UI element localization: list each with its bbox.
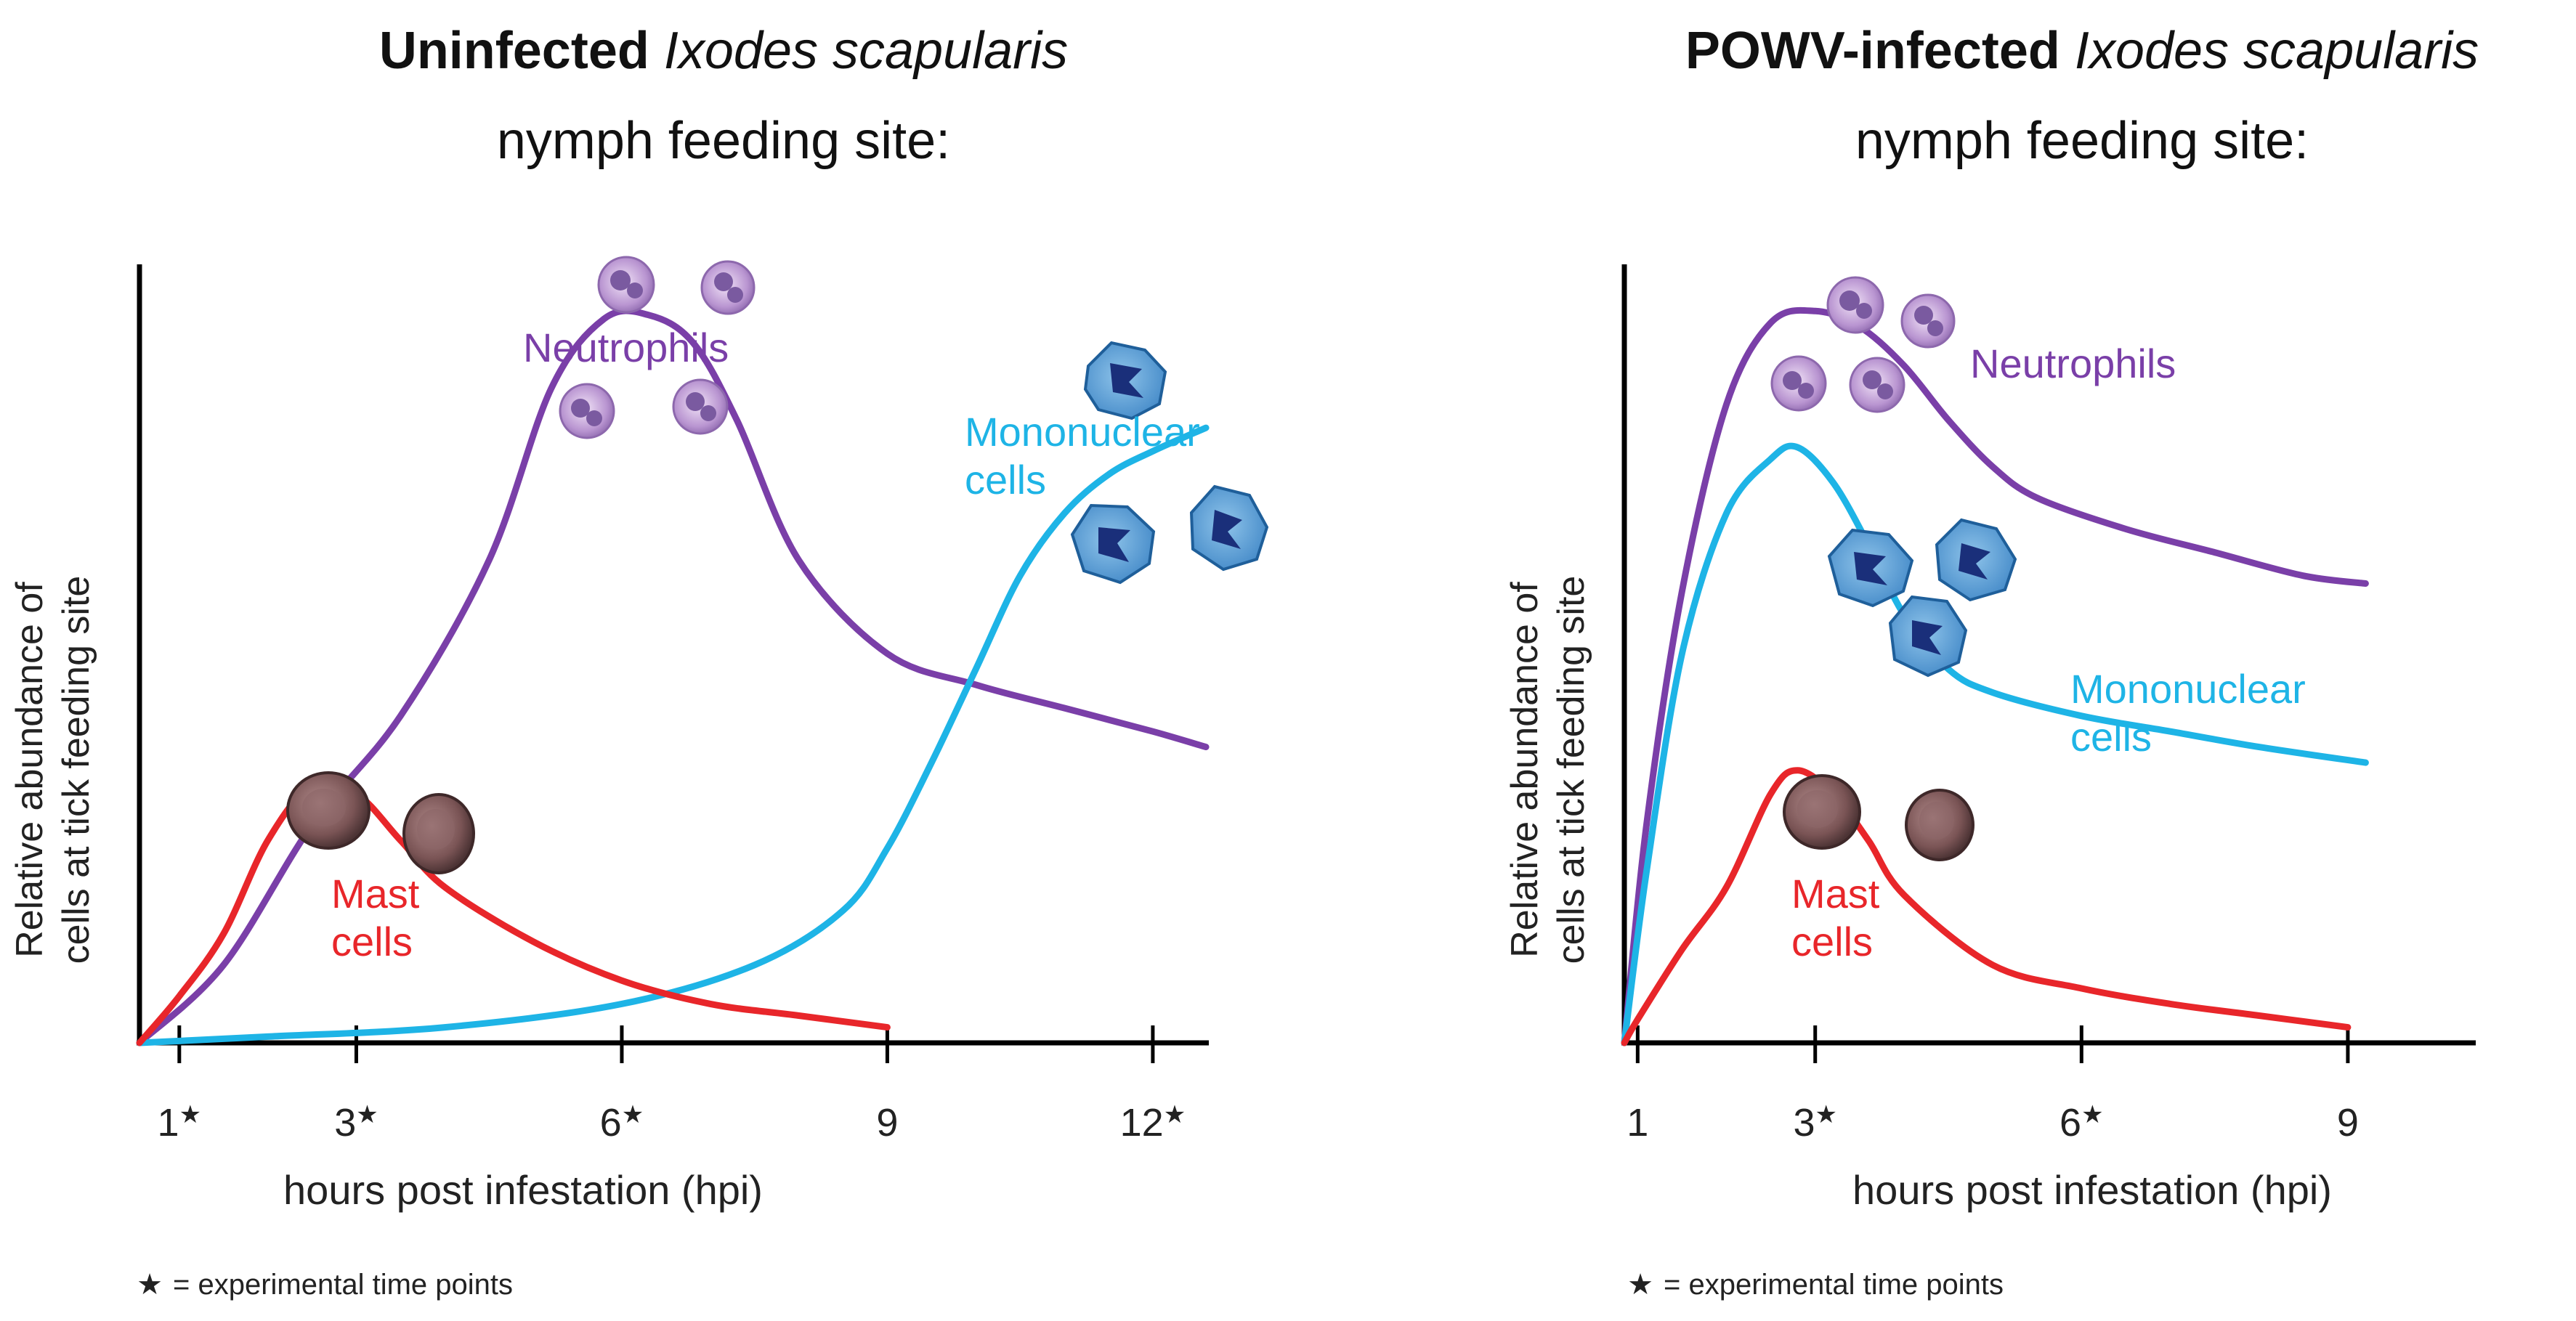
neutrophil-cell-icon [1849, 357, 1905, 413]
series-label-line: Neutrophils [523, 325, 729, 370]
tick-star: ★ [2081, 1101, 2103, 1129]
tick-label: 1★ [158, 1101, 202, 1145]
neutrophil-cell-icon [672, 378, 729, 435]
mononuclear-cell-icon [1827, 528, 1914, 608]
chart-left-title: Uninfected Ixodes scapularis [379, 22, 1068, 80]
tick-label: 12★ [1120, 1101, 1186, 1145]
chart-left: Uninfected Ixodes scapularis nymph feedi… [9, 22, 1269, 1301]
tick-label: 9 [876, 1101, 898, 1145]
neutrophil-cell-icon [597, 256, 655, 314]
series-label-line: Mononuclear [965, 409, 1200, 455]
mononuclear-cell-icon [1189, 484, 1269, 572]
chart-left-mononuclear-icons [1070, 341, 1269, 585]
tick-label: 3★ [1793, 1101, 1837, 1145]
chart-left-subtitle: nymph feeding site: [497, 112, 950, 170]
neutrophil-cell-icon [1900, 293, 1956, 349]
chart-left-title-bold: Uninfected [379, 22, 649, 80]
label-neutrophils: Neutrophils [1970, 341, 2176, 386]
mononuclear-cell-icon [1935, 518, 2017, 602]
mast-cell-icon [1905, 789, 1974, 861]
tick-star: ★ [1815, 1101, 1837, 1129]
tick-label: 3★ [334, 1101, 378, 1145]
mononuclear-cell-icon [1888, 595, 1968, 678]
mononuclear-cell-icon [1083, 341, 1167, 420]
chart-right-footnote-star: ★ [1627, 1269, 1653, 1301]
chart-right-xlabel: hours post infestation (hpi) [1852, 1167, 2332, 1213]
chart-right-title-italic: Ixodes scapularis [2075, 22, 2479, 80]
series-label-line: Mast [331, 871, 420, 916]
series-line-mast-cells [1621, 767, 2352, 1046]
tick-star: ★ [356, 1101, 378, 1129]
chart-right-neutrophil-icons [1770, 276, 1956, 413]
tick-label: 6★ [600, 1101, 644, 1145]
chart-left-title-italic: Ixodes scapularis [664, 22, 1068, 80]
chart-right: POWV-infected Ixodes scapularis nymph fe… [1504, 22, 2479, 1301]
series-label-line: cells [331, 919, 413, 964]
neutrophil-cell-icon [1826, 276, 1884, 334]
chart-left-xlabel: hours post infestation (hpi) [283, 1167, 763, 1213]
chart-left-neutrophil-icons [559, 256, 756, 439]
mast-cell-icon [286, 771, 370, 850]
neutrophil-cell-icon [1770, 355, 1827, 412]
chart-left-ylabel-line2: cells at tick feeding site [55, 576, 97, 964]
mononuclear-cell-icon [1070, 503, 1156, 585]
tick-star: ★ [179, 1101, 201, 1129]
chart-left-ticks: 1★ 3★ 6★ 9 12★ [158, 1025, 1186, 1145]
tick-label: 9 [2337, 1101, 2359, 1145]
series-label-line: cells [2070, 714, 2152, 760]
chart-right-subtitle: nymph feeding site: [1855, 112, 2309, 170]
tick-star: ★ [1164, 1101, 1186, 1129]
chart-left-mast-icons [286, 771, 475, 874]
chart-right-title-bold: POWV-infected [1685, 22, 2060, 80]
series-label-line: Mononuclear [2070, 666, 2306, 712]
series-label-line: cells [1791, 919, 1873, 964]
series-label-line: Mast [1791, 871, 1880, 916]
chart-left-footnote: = experimental time points [173, 1269, 513, 1301]
chart-left-ylabel-line1: Relative abundance of [9, 582, 51, 958]
series-label-line: Neutrophils [1970, 341, 2176, 386]
chart-right-ylabel-line1: Relative abundance of [1504, 582, 1546, 958]
series-line-mast-cells [136, 779, 891, 1046]
chart-right-mast-icons [1783, 774, 1974, 861]
tick-label: 1 [1627, 1101, 1648, 1145]
series-line-mononuclear-cells [136, 424, 1210, 1046]
mast-cell-icon [1783, 774, 1861, 850]
chart-right-title: POWV-infected Ixodes scapularis [1685, 22, 2479, 80]
chart-left-footnote-star: ★ [137, 1269, 163, 1301]
series-line-mononuclear-cells [1621, 442, 2369, 1046]
chart-right-footnote: = experimental time points [1664, 1269, 2004, 1301]
chart-right-mononuclear-icons [1827, 518, 2017, 678]
chart-right-ylabel-line2: cells at tick feeding site [1550, 576, 1592, 964]
neutrophil-cell-icon [700, 260, 756, 315]
tick-label: 6★ [2059, 1101, 2104, 1145]
series-label-line: cells [965, 457, 1046, 503]
mast-cell-icon [402, 793, 475, 874]
label-neutrophils: Neutrophils [523, 325, 729, 370]
neutrophil-cell-icon [559, 383, 615, 439]
tick-star: ★ [622, 1101, 644, 1129]
